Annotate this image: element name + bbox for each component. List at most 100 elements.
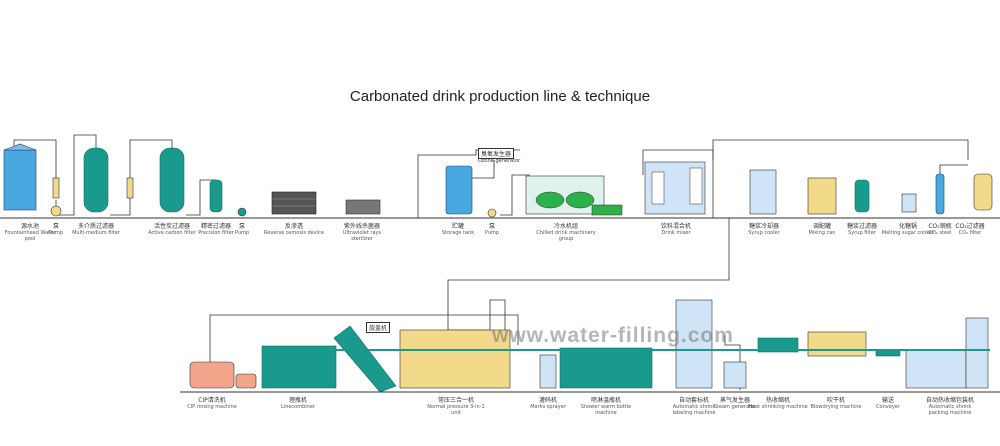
- top-label-cn: 源水池: [20, 223, 39, 230]
- multi-medium-filter: [83, 147, 109, 213]
- bottom-label-cn: 蒸气发生器: [719, 397, 750, 404]
- top-label-cn: 精密过滤器: [200, 223, 231, 230]
- top-label-en: Chilled drink machinery group: [536, 230, 596, 242]
- top-label-cn: 饮料混合机: [660, 223, 691, 230]
- top-label-cn: CO₂过滤器: [955, 223, 985, 230]
- bottom-label-cn: CIP清洗机: [198, 397, 226, 404]
- cip-machine: [189, 361, 235, 389]
- bottom-label-en: Blowdrying machine: [810, 404, 862, 410]
- watermark: www.water-filling.com: [492, 324, 734, 347]
- top-label-cn: 冷水机组: [553, 223, 578, 230]
- pipe-7: [500, 174, 530, 216]
- shrink-packer-tower: [965, 317, 989, 389]
- pipe-1: [13, 139, 57, 178]
- bottom-label-en: Conveyer: [876, 404, 900, 410]
- top-label-en: Active carbon filter: [148, 230, 196, 236]
- top-label-en: Precision filter: [198, 230, 234, 236]
- bottom-label-cn: 灌码机: [538, 397, 557, 404]
- top-label-en: CO₂ steel: [928, 230, 952, 236]
- bottom-label-en: Normal pressure 3-in-1 unit: [427, 404, 485, 416]
- top-label-en: Reverse osmosis device: [264, 230, 324, 236]
- uv-sterilizer: [345, 199, 381, 215]
- capper-box: 旋盖机: [366, 322, 391, 333]
- pipe-down-2: [209, 314, 519, 385]
- top-label-en: Fountainhead Water pool: [4, 230, 56, 242]
- top-label-en: Ultraviolet rays sterilizer: [342, 230, 382, 242]
- ozone-generator-en: Ozone generator: [478, 158, 521, 164]
- top-label-cn: 反渗透: [284, 223, 303, 230]
- blow-dryer: [807, 331, 867, 357]
- bottom-label-cn: 自动套标机: [678, 397, 709, 404]
- syrup-cooler: [749, 169, 777, 215]
- bottom-label-en: Linecombiner: [281, 404, 315, 410]
- bottom-label-cn: 自动热收缩包装机: [925, 397, 974, 404]
- capper-label: 旋盖机: [369, 325, 388, 332]
- top-label-cn: 泵: [488, 223, 495, 230]
- marks-sprayer: [539, 354, 557, 389]
- top-label-cn: 泵: [238, 223, 245, 230]
- bottom-label-en: Shower warm bottle machine: [580, 404, 632, 416]
- top-label-en: Mixing can: [808, 230, 836, 236]
- top-label-cn: 调配罐: [812, 223, 831, 230]
- pipe-down-1: [447, 218, 730, 330]
- pipe-9: [712, 139, 969, 218]
- top-label-cn: 糖浆过滤器: [846, 223, 877, 230]
- bottom-label-cn: 喷淋温瓶机: [590, 397, 621, 404]
- reverse-osmosis: [271, 191, 317, 215]
- bottom-label-en: Automatic shrink labeling machine: [672, 404, 716, 416]
- bottom-label-en: Automatic shrink packing machine: [928, 404, 972, 416]
- pipe-4: [186, 179, 216, 216]
- bottom-label-cn: 输送: [881, 397, 894, 404]
- bottom-label-cn: 常压三合一机: [437, 397, 474, 404]
- storage-tank: [445, 165, 473, 215]
- bottle-elevator: [333, 325, 397, 393]
- precision-filter: [209, 179, 223, 213]
- top-label-en: Storage tank: [441, 230, 475, 236]
- top-label-cn: CO₂钢瓶: [928, 223, 952, 230]
- top-label-cn: 多介质过滤器: [77, 223, 114, 230]
- pump-3: [487, 208, 497, 218]
- bottom-label-en: CIP rinsing machine: [187, 404, 237, 410]
- top-label-en: Pump: [484, 230, 500, 236]
- top-label-en: Syrup filter: [848, 230, 876, 236]
- pump-1: [50, 205, 62, 217]
- bottom-label-en: Marks sprayer: [530, 404, 566, 410]
- warm-bottle-machine: [559, 347, 653, 389]
- bottom-label-cn: 热收缩机: [765, 397, 790, 404]
- co2-steel: [935, 173, 945, 215]
- flowmeter-1: [52, 177, 60, 199]
- bottom-label-cn: 理瓶机: [288, 397, 307, 404]
- top-label-en: Pump: [48, 230, 64, 236]
- bottom-label-cn: 吹干机: [826, 397, 845, 404]
- flowmeter-2: [126, 177, 134, 199]
- bottom-label-en: Heat shrinking machine: [748, 404, 808, 410]
- ozone-generator-box: 臭氧发生器: [478, 148, 515, 159]
- top-label-cn: 泵: [52, 223, 59, 230]
- bottom-label-en: Steam generator: [713, 404, 757, 410]
- linecombiner: [261, 345, 337, 389]
